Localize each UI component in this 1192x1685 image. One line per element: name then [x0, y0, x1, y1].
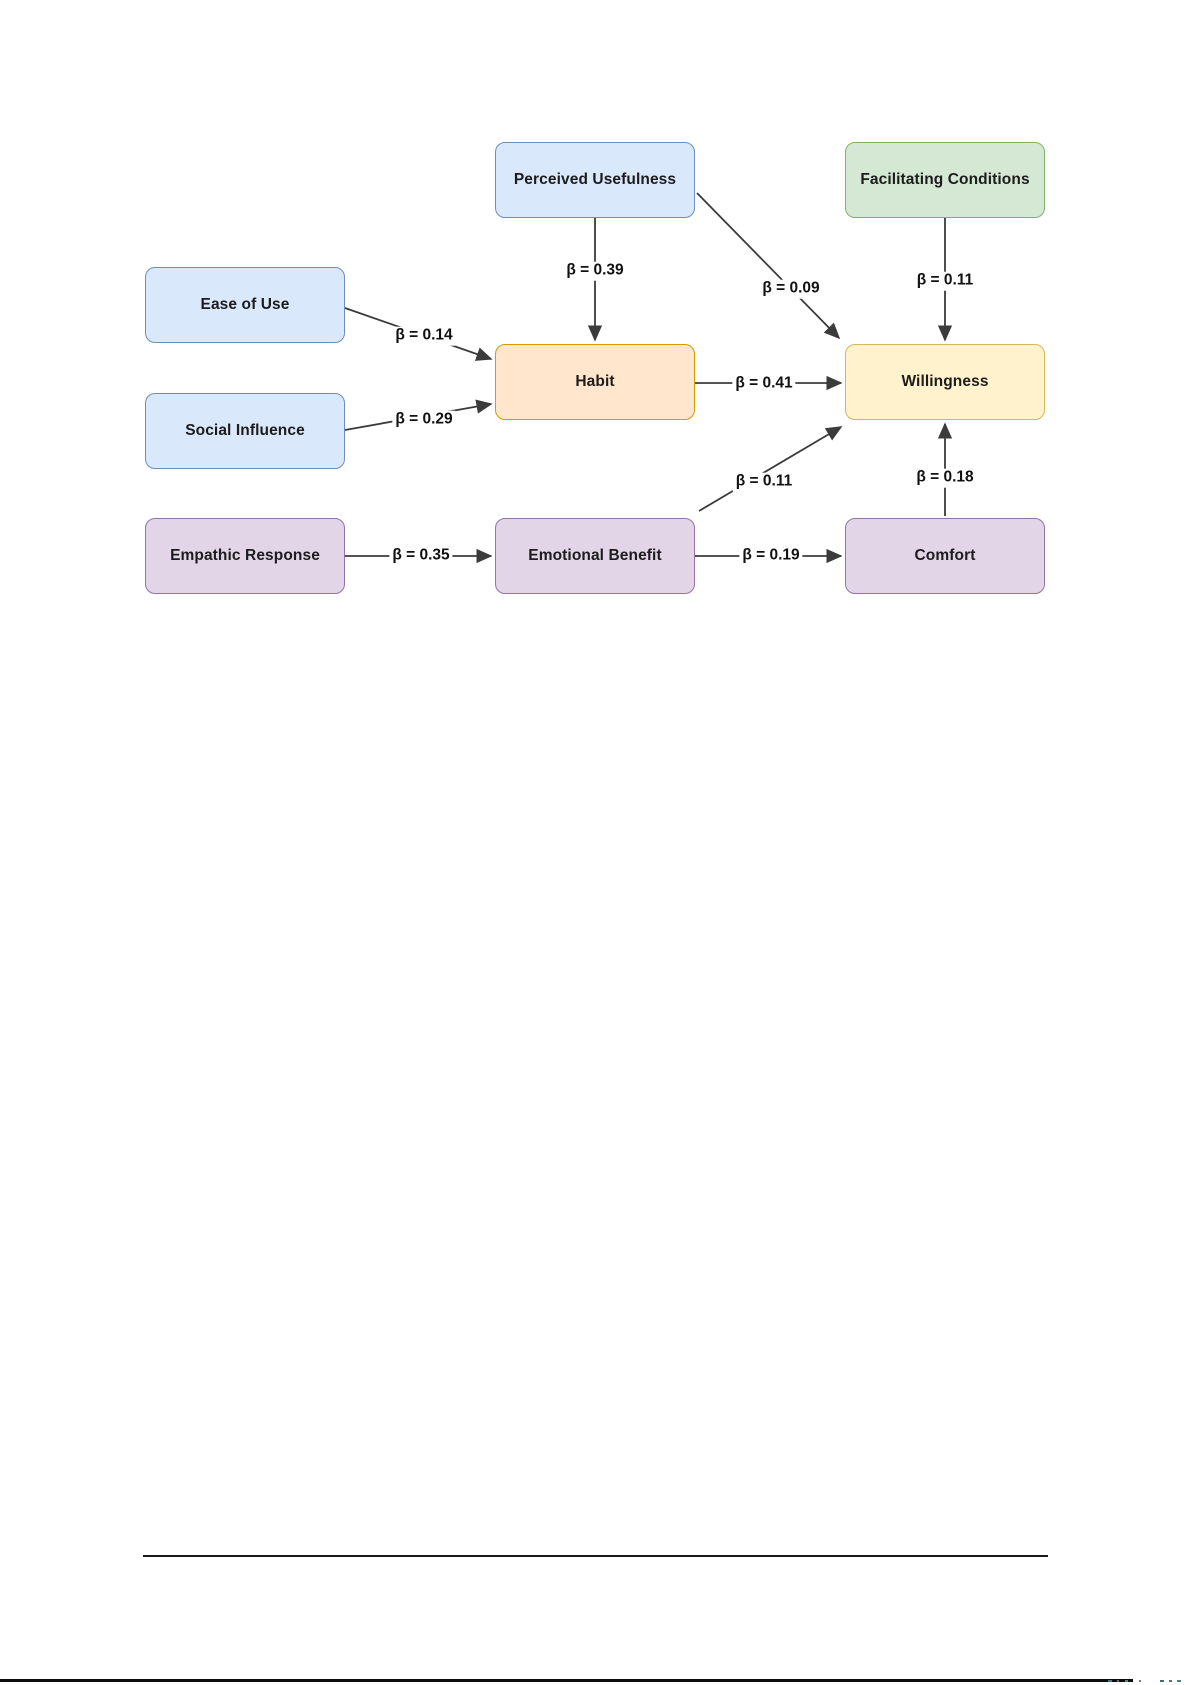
- edge-label-comfort-willingness: β = 0.18: [913, 468, 977, 488]
- node-social-influence: Social Influence: [145, 393, 345, 469]
- node-label: Facilitating Conditions: [860, 171, 1030, 188]
- node-comfort: Comfort: [845, 518, 1045, 594]
- node-label: Habit: [575, 373, 615, 390]
- node-willingness: Willingness: [845, 344, 1045, 420]
- edge-label-eb-comfort: β = 0.19: [739, 546, 803, 566]
- clipped-bottom-edge-line: [0, 1679, 1133, 1682]
- edge-label-eb-willingness: β = 0.11: [732, 472, 796, 492]
- node-label: Ease of Use: [200, 296, 290, 313]
- edge-label-si-habit: β = 0.29: [392, 410, 456, 430]
- node-label: Empathic Response: [170, 547, 320, 564]
- node-label: Social Influence: [185, 422, 305, 439]
- edge-label-pu-habit: β = 0.39: [563, 261, 627, 281]
- edge-label-habit-willingness: β = 0.41: [732, 374, 796, 394]
- node-ease-of-use: Ease of Use: [145, 267, 345, 343]
- node-emotional-benefit: Emotional Benefit: [495, 518, 695, 594]
- edge-pu-to-willingness: [696, 192, 841, 340]
- edge-label-er-eb: β = 0.35: [389, 546, 453, 566]
- node-perceived-usefulness: Perceived Usefulness: [495, 142, 695, 218]
- edge-label-fc-willingness: β = 0.11: [913, 271, 977, 291]
- node-label: Comfort: [914, 547, 976, 564]
- edge-eb-to-willingness: [698, 426, 843, 512]
- node-habit: Habit: [495, 344, 695, 420]
- clipped-glyph-fragments: [0, 1680, 1192, 1685]
- edge-label-pu-willingness: β = 0.09: [759, 279, 823, 299]
- node-label: Willingness: [901, 373, 989, 390]
- node-empathic-response: Empathic Response: [145, 518, 345, 594]
- node-facilitating-conditions: Facilitating Conditions: [845, 142, 1045, 218]
- edge-label-eou-habit: β = 0.14: [392, 326, 456, 346]
- node-label: Emotional Benefit: [528, 547, 662, 564]
- node-label: Perceived Usefulness: [513, 171, 677, 188]
- footnote-separator-line: [143, 1555, 1048, 1557]
